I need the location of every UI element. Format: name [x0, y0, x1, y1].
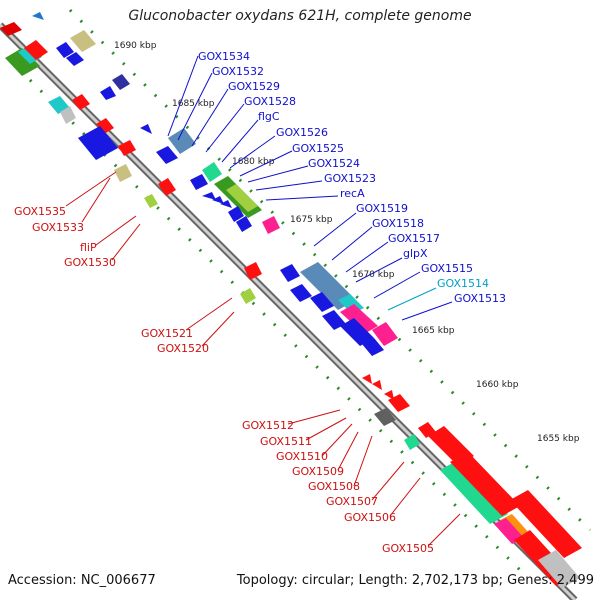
gene-label-GOX1519: GOX1519	[356, 202, 408, 215]
gene-label-GOX1532: GOX1532	[212, 65, 264, 78]
gene-block	[78, 126, 118, 160]
gene-block	[144, 194, 158, 208]
gene-block	[70, 30, 96, 52]
gene-block	[226, 184, 258, 212]
gene-label-GOX1510: GOX1510	[276, 450, 328, 463]
gene-block	[5, 48, 40, 76]
ruler-label-1670: 1670 kbp	[352, 270, 395, 280]
gene-block	[310, 292, 334, 312]
gene-block	[140, 124, 152, 134]
gene-block	[168, 128, 196, 154]
gene-label-GOX1528: GOX1528	[244, 95, 296, 108]
gene-label-GOX1511: GOX1511	[260, 435, 312, 448]
gene-label-GOX1507: GOX1507	[326, 495, 378, 508]
ruler-label-1665: 1665 kbp	[412, 326, 455, 336]
gene-label-GOX1530: GOX1530	[64, 256, 116, 269]
ruler-label-1680: 1680 kbp	[232, 157, 275, 167]
gene-label-GOX1521: GOX1521	[141, 327, 193, 340]
gene-label-GOX1506: GOX1506	[344, 511, 396, 524]
genome-summary-text: Topology: circular; Length: 2,702,173 bp…	[236, 573, 594, 588]
gene-block	[220, 200, 232, 208]
gene-block	[280, 264, 300, 282]
gene-label-GOX1524: GOX1524	[308, 157, 360, 170]
gene-block	[60, 106, 76, 124]
gene-block	[538, 550, 580, 588]
gene-block	[0, 22, 22, 36]
gene-label-GOX1520: GOX1520	[157, 342, 209, 355]
gene-block	[404, 434, 420, 450]
gene-label-GOX1505: GOX1505	[382, 542, 434, 555]
gene-block	[322, 310, 346, 330]
gene-block	[66, 52, 84, 66]
gene-label-GOX1535: GOX1535	[14, 205, 66, 218]
gene-block	[510, 490, 582, 558]
gene-block	[340, 304, 378, 334]
gene-block	[96, 118, 114, 134]
ruler-label-1660: 1660 kbp	[476, 380, 519, 390]
gene-label-GOX1525: GOX1525	[292, 142, 344, 155]
gene-labels-blue: GOX1534 GOX1532 GOX1529 GOX1528 flgC GOX…	[198, 50, 506, 305]
ruler-label-1690: 1690 kbp	[114, 41, 157, 51]
gene-block	[494, 518, 524, 544]
gene-block	[372, 322, 398, 346]
gene-label-GOX1508: GOX1508	[308, 480, 360, 493]
gene-block	[100, 86, 116, 100]
gene-label-GOX1514: GOX1514	[437, 277, 489, 290]
gene-block	[244, 262, 262, 280]
gene-block	[290, 284, 312, 302]
label-connectors	[65, 55, 461, 547]
gene-label-GOX1512: GOX1512	[242, 419, 294, 432]
gene-labels-red: GOX1535 GOX1533 fliP GOX1530 GOX1521 GOX…	[14, 205, 434, 555]
gene-block	[112, 74, 130, 90]
gene-label-glpX: glpX	[403, 247, 428, 260]
gene-block	[158, 178, 176, 196]
gene-block	[156, 146, 178, 164]
gene-label-recA: recA	[340, 187, 365, 200]
gene-block	[236, 216, 252, 232]
gene-block	[190, 174, 208, 190]
gene-block	[388, 394, 410, 412]
ruler-track	[28, 8, 592, 572]
accession-text: Accession: NC_006677	[8, 573, 156, 588]
gene-block	[362, 338, 384, 356]
gene-block	[114, 164, 132, 182]
gene-block	[32, 12, 44, 20]
gene-block	[240, 288, 256, 304]
gene-block	[228, 206, 244, 222]
gene-label-flgC: flgC	[258, 110, 280, 123]
gene-block	[262, 216, 280, 234]
gene-label-GOX1515: GOX1515	[421, 262, 473, 275]
gene-label-GOX1534: GOX1534	[198, 50, 250, 63]
gene-label-GOX1517: GOX1517	[388, 232, 440, 245]
gene-label-GOX1513: GOX1513	[454, 292, 506, 305]
gene-block	[202, 162, 222, 182]
gene-block	[450, 452, 520, 516]
gene-block	[362, 374, 372, 384]
gene-label-fliP: fliP	[80, 241, 97, 254]
gene-label-GOX1526: GOX1526	[276, 126, 328, 139]
gene-block	[340, 318, 374, 346]
gene-block	[56, 42, 74, 58]
gene-block	[440, 460, 508, 524]
gene-block	[372, 380, 382, 390]
gene-label-GOX1533: GOX1533	[32, 221, 84, 234]
gene-label-GOX1529: GOX1529	[228, 80, 280, 93]
gene-block	[212, 196, 224, 204]
gene-block	[118, 140, 136, 156]
ruler-labels: 1690 kbp 1685 kbp 1680 kbp 1675 kbp 1670…	[114, 41, 580, 444]
ruler-label-1675: 1675 kbp	[290, 215, 333, 225]
gene-label-GOX1518: GOX1518	[372, 217, 424, 230]
gene-label-GOX1523: GOX1523	[324, 172, 376, 185]
gene-label-GOX1509: GOX1509	[292, 465, 344, 478]
gene-block	[72, 94, 90, 110]
gene-features	[0, 12, 582, 588]
ruler-label-1685: 1685 kbp	[172, 99, 215, 109]
gene-block	[384, 390, 394, 400]
gene-block	[374, 408, 396, 426]
gene-block	[202, 192, 216, 200]
gene-block	[24, 40, 48, 60]
map-title: Gluconobacter oxydans 621H, complete gen…	[128, 8, 472, 24]
ruler-label-1655: 1655 kbp	[537, 434, 580, 444]
